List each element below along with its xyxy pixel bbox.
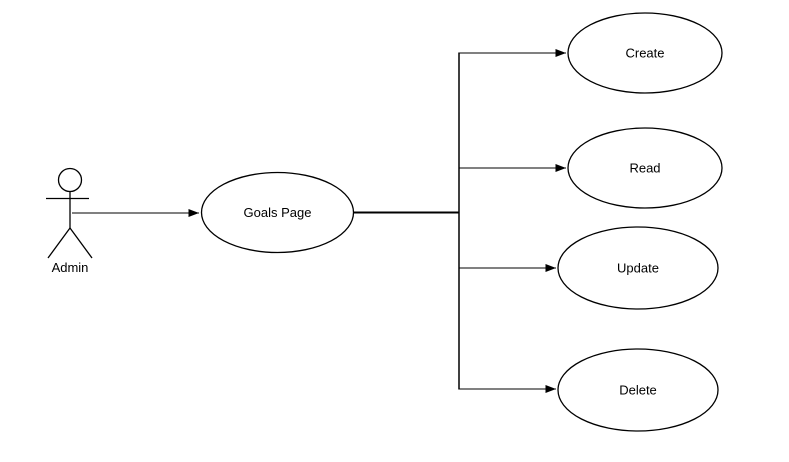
actor-label: Admin: [52, 260, 89, 275]
usecase-label-create: Create: [625, 46, 664, 61]
usecase-label-goals-page: Goals Page: [244, 205, 312, 220]
goals-page-ellipse: [200, 171, 355, 254]
usecase-node-delete: Delete: [557, 348, 719, 432]
usecase-node-create: Create: [567, 12, 723, 94]
usecase-node-read: Read: [567, 127, 723, 209]
read-ellipse: [567, 127, 723, 209]
update-ellipse: [557, 226, 719, 310]
delete-ellipse: [557, 348, 719, 432]
usecase-label-delete: Delete: [619, 383, 657, 398]
usecase-node-goals-page: Goals Page: [200, 171, 355, 254]
actor-left-leg: [47, 227, 71, 259]
edge-goals-page-branches-trunk: [353, 52, 460, 390]
usecase-node-update: Update: [557, 226, 719, 310]
usecase-label-read: Read: [629, 161, 660, 176]
create-ellipse: [567, 12, 723, 94]
actor-admin: Admin: [46, 167, 93, 275]
actor-head: [57, 167, 83, 193]
actor-right-leg: [69, 227, 93, 259]
usecase-label-update: Update: [617, 261, 659, 276]
